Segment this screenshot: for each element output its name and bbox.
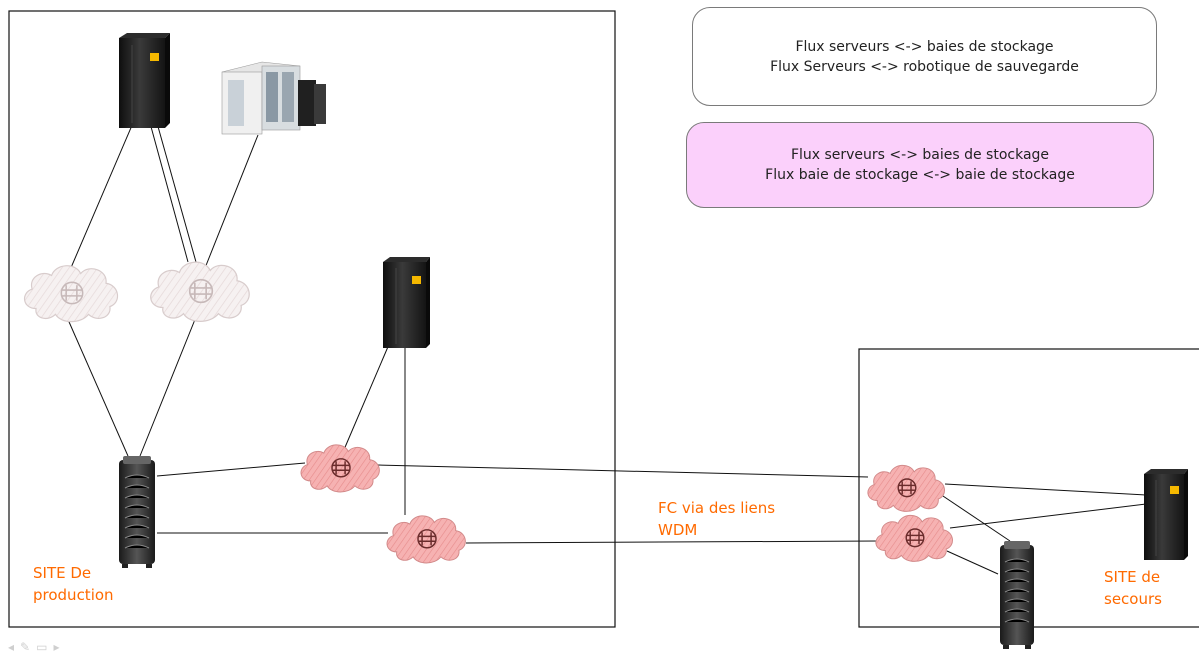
pen-icon[interactable]: ✎	[20, 640, 37, 654]
link-sec-cloud1-server	[944, 483, 1147, 496]
link-server-top-cloud-left	[69, 122, 134, 271]
fc-wdm-label-line1: FC via des liens	[658, 499, 776, 517]
wdm-link-1	[377, 464, 869, 478]
link-sec-cloud2-server	[949, 503, 1147, 529]
slide-nav-controls[interactable]: ◂✎▭▸	[8, 640, 65, 654]
site-production-label-line1: SITE De	[33, 564, 92, 582]
link-server-top-cloud-right-b	[156, 122, 197, 263]
link-array-pink-cloud-1	[156, 462, 306, 477]
link-sec-cloud2-array	[946, 550, 999, 575]
san-cloud-icon	[386, 515, 467, 564]
menu-icon[interactable]: ▭	[36, 640, 54, 654]
tape-library-icon	[221, 61, 326, 135]
site-production-label: SITE De production	[33, 562, 114, 606]
link-cloud-right-array	[139, 311, 199, 457]
site-secours-label: SITE de secours	[1104, 566, 1162, 610]
next-icon[interactable]: ▸	[53, 640, 66, 654]
link-tape-cloud-right	[204, 134, 259, 269]
san-cloud-icon	[23, 264, 119, 323]
link-mid-server-pink-1	[342, 341, 391, 453]
wdm-link-2	[465, 540, 879, 544]
prev-icon[interactable]: ◂	[8, 640, 21, 654]
site-secours-label-line1: SITE de	[1104, 568, 1161, 586]
san-cloud-icon	[867, 464, 946, 513]
server-tower-icon	[119, 33, 170, 128]
legend-box-servers-backup: Flux serveurs <-> baies de stockage Flux…	[692, 7, 1157, 106]
fc-wdm-label: FC via des liens WDM	[658, 497, 775, 541]
storage-array-icon	[119, 456, 155, 568]
link-cloud-left-array	[65, 314, 129, 457]
connection-lines	[65, 122, 1147, 575]
site-production-label-line2: production	[33, 586, 114, 604]
fc-wdm-label-line2: WDM	[658, 521, 698, 539]
legend-box2-line1: Flux serveurs <-> baies de stockage	[790, 147, 1050, 163]
site-secours-label-line2: secours	[1104, 590, 1162, 608]
storage-array-icon	[1000, 541, 1034, 649]
link-sec-cloud1-array	[936, 491, 1011, 542]
site-production-boundary	[8, 10, 616, 628]
legend-box1-line2: Flux Serveurs <-> robotique de sauvegard…	[770, 59, 1079, 75]
san-cloud-icon	[149, 261, 251, 323]
server-tower-icon	[383, 257, 430, 348]
server-tower-icon	[1144, 469, 1188, 560]
link-server-top-cloud-right-a	[149, 122, 189, 263]
legend-box-storage-replication: Flux serveurs <-> baies de stockage Flux…	[686, 122, 1154, 208]
san-cloud-icon	[300, 444, 381, 493]
san-cloud-icon	[875, 514, 954, 563]
legend-box1-line1: Flux serveurs <-> baies de stockage	[795, 39, 1054, 55]
legend-box2-line2: Flux baie de stockage <-> baie de stocka…	[765, 167, 1075, 183]
